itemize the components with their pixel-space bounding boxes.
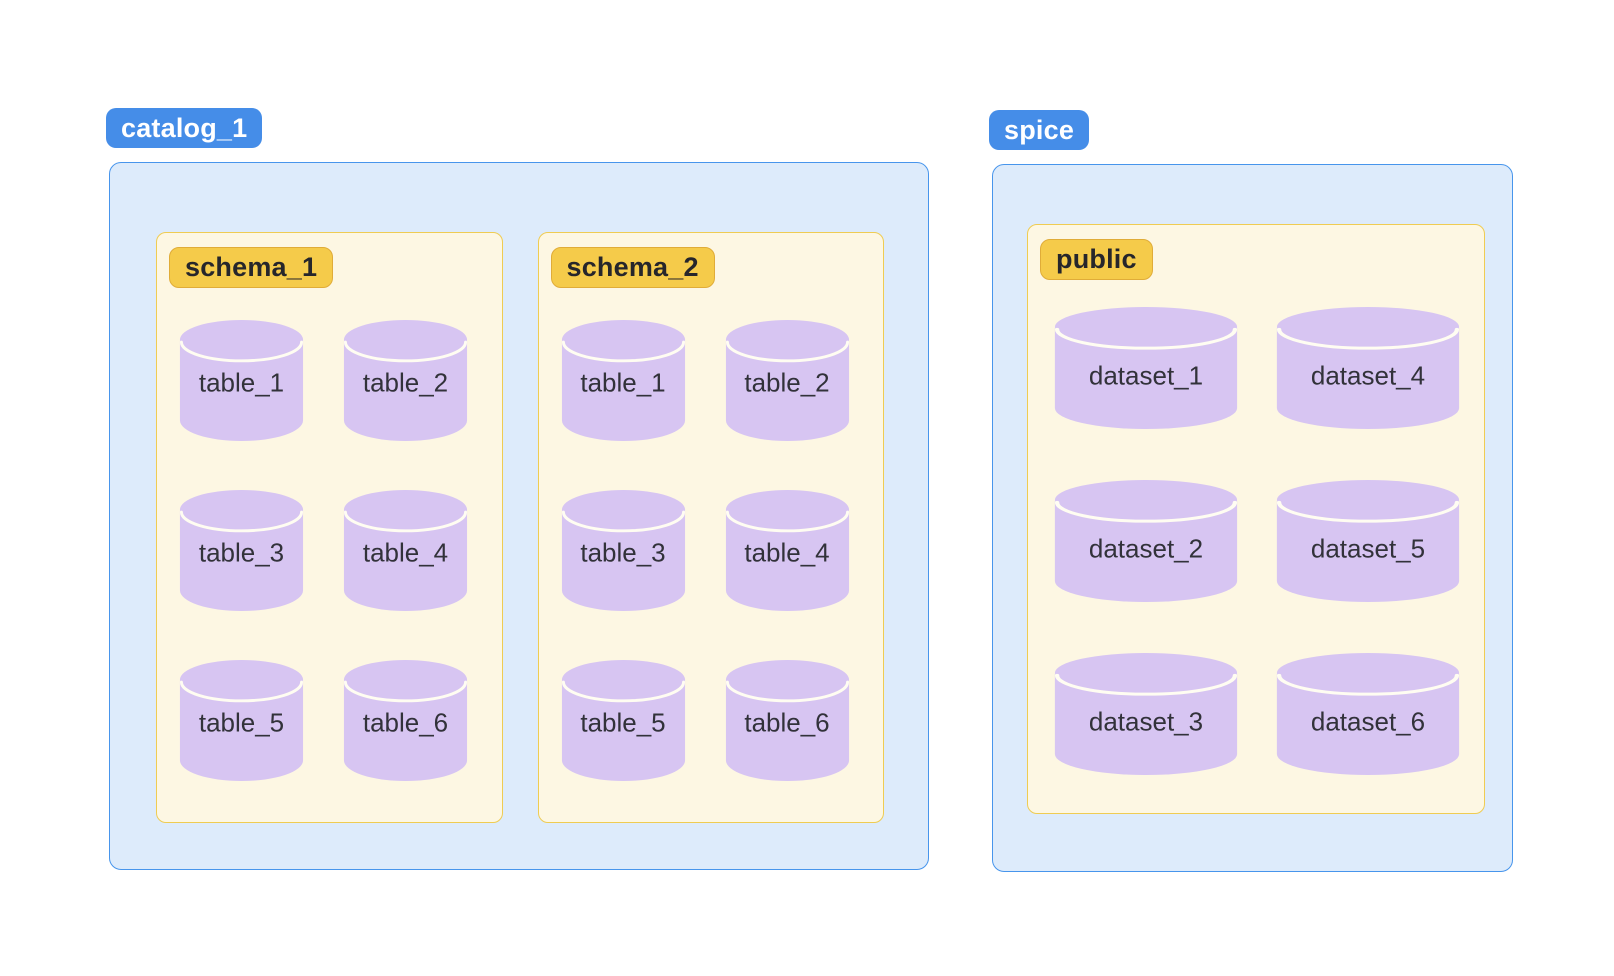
cylinder-label: table_4 [362,537,449,568]
database-cylinder-icon [1276,479,1460,603]
catalog-1-group: catalog_1 schema_1 table_1 table_2 table… [106,108,929,870]
database-cylinder-icon [343,659,468,782]
database-cylinder-dataset_3: dataset_3 [1052,652,1240,777]
database-cylinder-table_3: table_3 [178,489,305,613]
database-cylinder-icon [561,489,685,612]
catalog-1-container: schema_1 table_1 table_2 table_3 [109,162,929,870]
database-cylinder-icon [561,659,685,782]
database-cylinder-icon [1054,479,1238,603]
cylinder-label: table_3 [198,537,285,568]
schema-1-box: schema_1 table_1 table_2 table_3 [156,232,503,823]
cylinder-label: table_2 [362,367,449,398]
database-cylinder-table_6: table_6 [724,659,851,783]
cylinder-label: table_4 [744,537,830,568]
database-cylinder-icon [561,319,685,442]
spice-badge: spice [989,110,1090,150]
catalog-1-badge: catalog_1 [106,108,263,148]
database-cylinder-table_4: table_4 [724,489,851,613]
spice-group: spice public dataset_1 dataset_4 dataset… [989,110,1513,872]
cylinder-label: table_1 [198,367,285,398]
database-cylinder-table_4: table_4 [342,489,469,613]
cylinder-label: dataset_3 [1088,706,1204,737]
database-cylinder-dataset_1: dataset_1 [1052,306,1240,431]
cylinder-label: table_6 [362,707,449,738]
schema-2-badge: schema_2 [550,247,715,288]
cylinder-label: dataset_1 [1088,360,1204,391]
database-cylinder-icon [725,489,849,612]
database-cylinder-table_6: table_6 [342,659,469,783]
cylinder-label: table_2 [744,367,830,398]
cylinder-label: dataset_2 [1088,533,1204,564]
spice-container: public dataset_1 dataset_4 dataset_2 [992,164,1513,872]
database-cylinder-table_5: table_5 [178,659,305,783]
database-cylinder-icon [179,489,304,612]
cylinder-label: table_3 [580,537,666,568]
schema-1-table-grid: table_1 table_2 table_3 table_4 [178,319,469,783]
database-cylinder-icon [343,319,468,442]
database-cylinder-icon [725,319,849,442]
schema-2-table-grid: table_1 table_2 table_3 table_4 [560,319,851,783]
schema-2-box: schema_2 table_1 table_2 table_3 [537,232,884,823]
database-cylinder-icon [1054,652,1238,776]
cylinder-label: dataset_5 [1310,533,1426,564]
database-cylinder-table_2: table_2 [724,319,851,443]
cylinder-label: dataset_4 [1310,360,1426,391]
cylinder-label: table_1 [580,367,666,398]
database-cylinder-icon [1054,306,1238,430]
database-cylinder-dataset_6: dataset_6 [1274,652,1462,777]
database-cylinder-dataset_5: dataset_5 [1274,479,1462,604]
database-cylinder-table_2: table_2 [342,319,469,443]
public-badge: public [1040,239,1153,280]
public-dataset-grid: dataset_1 dataset_4 dataset_2 dataset_5 [1052,306,1462,777]
database-cylinder-icon [343,489,468,612]
cylinder-label: table_5 [198,707,285,738]
database-cylinder-icon [179,319,304,442]
database-cylinder-table_3: table_3 [560,489,687,613]
cylinder-label: table_5 [580,707,666,738]
database-cylinder-table_1: table_1 [178,319,305,443]
database-cylinder-table_1: table_1 [560,319,687,443]
cylinder-label: dataset_6 [1310,706,1426,737]
database-cylinder-icon [179,659,304,782]
database-cylinder-dataset_4: dataset_4 [1274,306,1462,431]
database-cylinder-icon [725,659,849,782]
public-schema-box: public dataset_1 dataset_4 dataset_2 [1027,224,1485,814]
database-cylinder-dataset_2: dataset_2 [1052,479,1240,604]
database-cylinder-table_5: table_5 [560,659,687,783]
schema-1-badge: schema_1 [169,247,334,288]
cylinder-label: table_6 [744,707,830,738]
database-cylinder-icon [1276,306,1460,430]
database-cylinder-icon [1276,652,1460,776]
